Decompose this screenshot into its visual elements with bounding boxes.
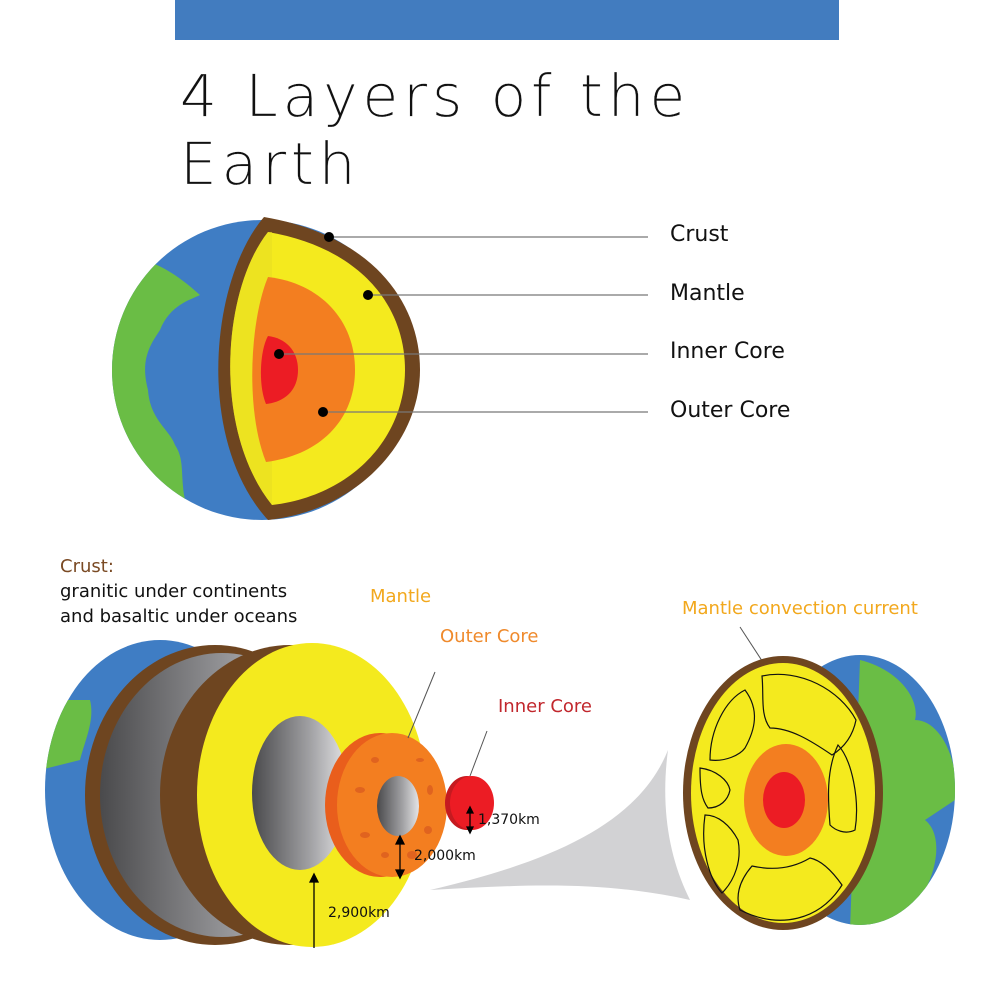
top-globe <box>112 217 420 520</box>
label-mantle: Mantle <box>670 281 745 306</box>
mantle-marker-dot <box>363 290 373 300</box>
dimension-mantle: 2,900km <box>328 905 390 921</box>
convection-globe <box>683 655 955 930</box>
label-bottom-mantle: Mantle <box>370 586 432 607</box>
label-bottom-inner-core: Inner Core <box>498 696 592 717</box>
inner-core-marker-dot <box>274 349 284 359</box>
dimension-arrows <box>308 805 475 948</box>
dimension-inner-core: 1,370km <box>478 812 540 828</box>
crust-desc-line2: and basaltic under oceans <box>60 606 298 627</box>
label-inner-core: Inner Core <box>670 339 785 364</box>
label-crust: Crust <box>670 222 729 247</box>
label-convection-current: Mantle convection current <box>682 598 918 619</box>
header-bar <box>175 0 839 40</box>
page-title: 4 Layers of the Earth <box>180 62 691 198</box>
crust-marker-dot <box>324 232 334 242</box>
exploded-layers <box>45 640 690 947</box>
crust-heading: Crust: <box>60 556 114 577</box>
dimension-outer-core: 2,000km <box>414 848 476 864</box>
outer-core-marker-dot <box>318 407 328 417</box>
top-leaders <box>279 236 648 413</box>
crust-desc-line1: granitic under continents <box>60 581 288 602</box>
label-outer-core: Outer Core <box>670 398 791 423</box>
label-bottom-outer-core: Outer Core <box>440 626 539 647</box>
